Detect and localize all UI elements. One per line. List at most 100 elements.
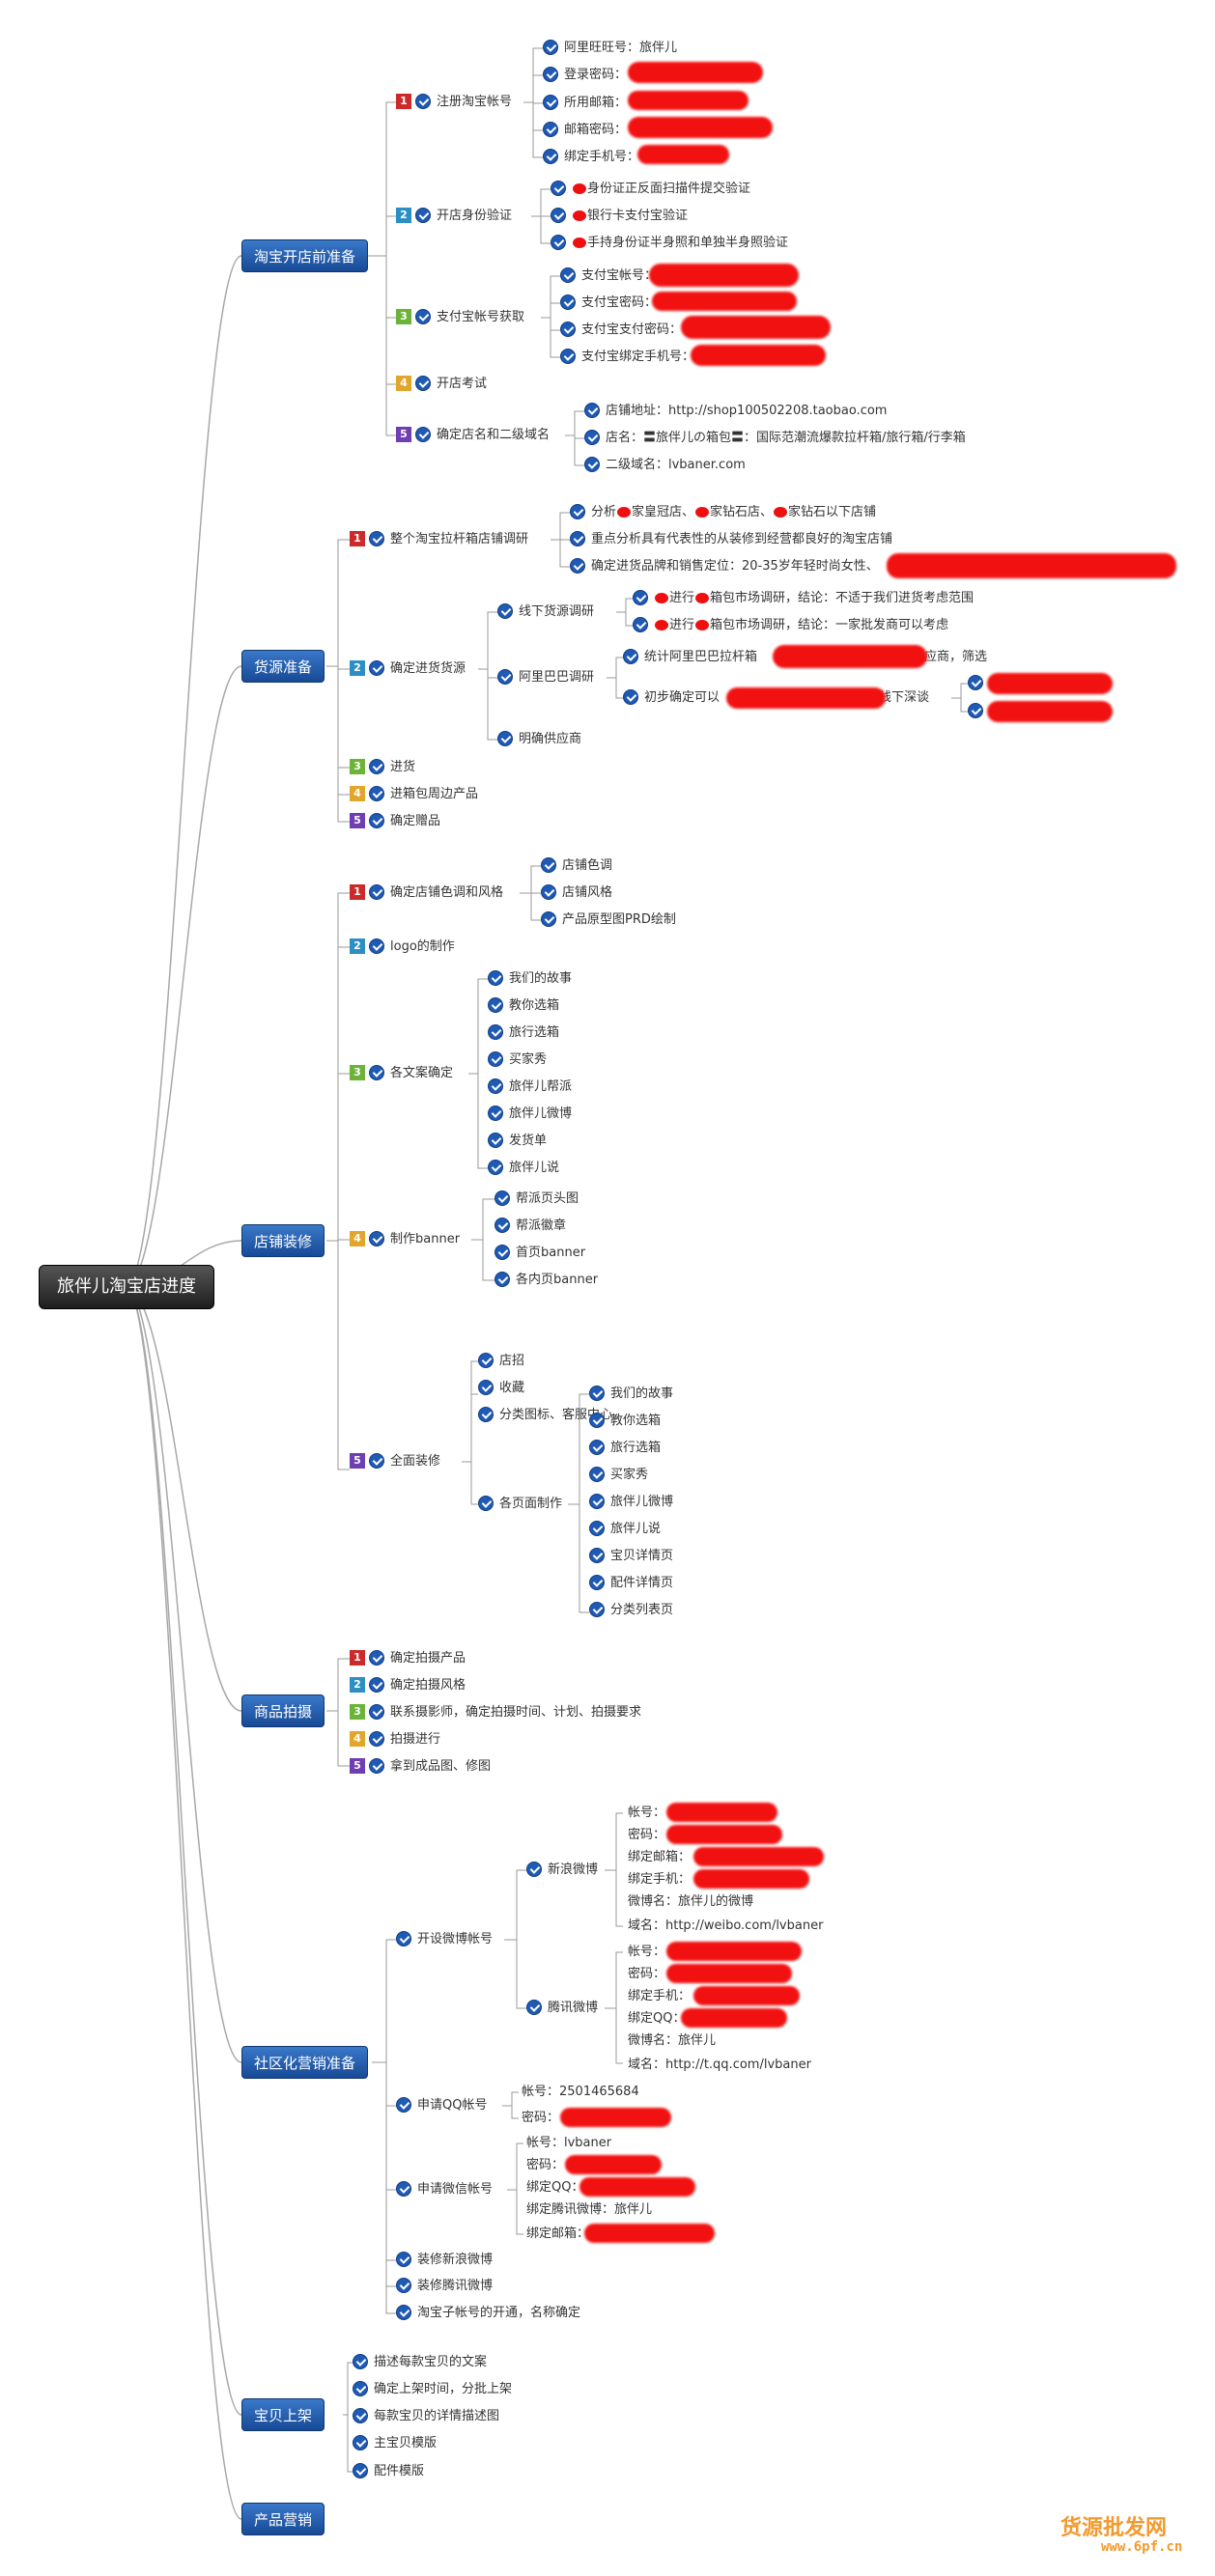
detail-node[interactable]: 发货单	[488, 1132, 547, 1150]
detail-node[interactable]: 支付宝绑定手机号：	[560, 348, 694, 366]
task-node[interactable]: 申请微信帐号	[396, 2180, 493, 2198]
detail-node[interactable]: 登录密码：	[543, 66, 627, 84]
detail-node[interactable]: 旅伴儿帮派	[488, 1078, 572, 1096]
detail-node[interactable]: 进行箱包市场调研，结论：一家批发商可以考虑	[633, 616, 948, 634]
root-node[interactable]: 旅伴儿淘宝店进度	[39, 1265, 214, 1309]
detail-node[interactable]: 银行卡支付宝验证	[551, 207, 688, 225]
detail-node[interactable]	[968, 702, 989, 720]
detail-node[interactable]: 分析家皇冠店、家钻石店、家钻石以下店铺	[570, 503, 876, 521]
sub-task-node[interactable]: 新浪微博	[526, 1861, 598, 1879]
task-node[interactable]: 主宝贝模版	[353, 2434, 437, 2452]
task-node[interactable]: 配件模版	[353, 2462, 424, 2480]
check-icon	[369, 812, 384, 828]
task-node[interactable]: 确定上架时间，分批上架	[353, 2380, 512, 2398]
detail-node[interactable]: 买家秀	[488, 1050, 547, 1069]
detail-node[interactable]: 店招	[478, 1352, 524, 1370]
detail-node[interactable]: 所用邮箱：	[543, 94, 627, 112]
detail-node[interactable]: 旅伴儿微博	[589, 1493, 673, 1511]
task-node[interactable]: 申请QQ帐号	[396, 2096, 487, 2114]
redaction-mark	[695, 593, 710, 603]
detail-node[interactable]: 店铺色调	[541, 856, 612, 875]
detail-node[interactable]: 店名：〓旅伴儿の箱包〓：国际范潮流爆款拉杆箱/旅行箱/行李箱	[584, 429, 966, 447]
task-node[interactable]: 开设微博帐号	[396, 1930, 493, 1948]
detail-text: 绑定QQ：	[526, 2180, 584, 2195]
detail-node[interactable]: 邮箱密码：	[543, 121, 627, 139]
category-supply[interactable]: 货源准备	[241, 650, 325, 683]
detail-node[interactable]: 宝贝详情页	[589, 1547, 673, 1565]
detail-node[interactable]: 旅伴儿微博	[488, 1105, 572, 1123]
category-listing[interactable]: 宝贝上架	[241, 2398, 325, 2431]
detail-node[interactable]: 收藏	[478, 1379, 524, 1397]
detail-node[interactable]: 重点分析具有代表性的从装修到经营都良好的淘宝店铺	[570, 530, 892, 548]
category-marketing[interactable]: 产品营销	[241, 2503, 325, 2535]
detail-node[interactable]: 分类列表页	[589, 1601, 673, 1619]
priority-4-icon: 4	[396, 375, 411, 391]
detail-node[interactable]: 支付宝密码：	[560, 294, 657, 312]
detail-node[interactable]: 买家秀	[589, 1466, 648, 1484]
sub-task-node[interactable]: 各页面制作	[478, 1495, 562, 1513]
detail-node[interactable]	[968, 674, 989, 692]
task-node[interactable]: 淘宝子帐号的开通，名称确定	[396, 2304, 580, 2322]
category-decoration[interactable]: 店铺装修	[241, 1224, 325, 1257]
detail-node[interactable]: 阿里旺旺号：旅伴儿	[543, 39, 677, 57]
detail-node[interactable]: 帮派页头图	[494, 1190, 579, 1208]
detail-node[interactable]: 统计阿里巴巴拉杆箱供应商，筛选	[623, 648, 987, 666]
sub-task-node[interactable]: 腾讯微博	[526, 1999, 598, 2017]
detail-node[interactable]: 初步确定可以线下深谈	[623, 688, 929, 707]
sub-task-node[interactable]: 线下货源调研	[497, 602, 594, 621]
task-node[interactable]: 装修新浪微博	[396, 2251, 493, 2269]
detail-node[interactable]: 店铺地址：http://shop100502208.taobao.com	[584, 402, 887, 420]
detail-node[interactable]: 手持身份证半身照和单独半身照验证	[551, 234, 788, 252]
detail-node[interactable]: 我们的故事	[589, 1385, 673, 1403]
detail-node[interactable]: 二级域名：lvbaner.com	[584, 456, 746, 474]
detail-node[interactable]: 首页banner	[494, 1244, 585, 1262]
detail-node[interactable]: 旅伴儿说	[589, 1520, 661, 1538]
detail-node[interactable]: 店铺风格	[541, 883, 612, 902]
detail-node[interactable]: 身份证正反面扫描件提交验证	[551, 180, 750, 198]
detail-node[interactable]: 产品原型图PRD绘制	[541, 910, 676, 929]
category-photo[interactable]: 商品拍摄	[241, 1694, 325, 1727]
detail-node[interactable]: 各内页banner	[494, 1271, 598, 1289]
task-node[interactable]: 装修腾讯微博	[396, 2277, 493, 2295]
detail-node[interactable]: 分类图标、客服中心	[478, 1406, 612, 1424]
detail-node[interactable]: 绑定手机号：	[543, 148, 639, 166]
task-node[interactable]: 每款宝贝的详情描述图	[353, 2407, 499, 2425]
detail-node[interactable]: 旅行选箱	[589, 1439, 661, 1457]
detail-node[interactable]: 确定进货品牌和销售定位：20-35岁年轻时尚女性、	[570, 557, 879, 575]
detail-node[interactable]: 配件详情页	[589, 1574, 673, 1592]
detail-node[interactable]: 教你选箱	[589, 1412, 661, 1430]
detail-node[interactable]: 进行箱包市场调研，结论：不适于我们进货考虑范围	[633, 589, 974, 607]
detail-node[interactable]: 旅伴儿说	[488, 1159, 559, 1177]
category-social[interactable]: 社区化营销准备	[241, 2046, 369, 2079]
detail-node[interactable]: 帮派徽章	[494, 1217, 566, 1235]
detail-node[interactable]: 我们的故事	[488, 969, 572, 988]
task-node[interactable]: 描述每款宝贝的文案	[353, 2353, 487, 2371]
sub-task-node[interactable]: 明确供应商	[497, 730, 581, 748]
detail-node[interactable]: 支付宝支付密码：	[560, 321, 682, 339]
detail-node[interactable]: 教你选箱	[488, 996, 559, 1015]
sub-task-node[interactable]: 阿里巴巴调研	[497, 668, 594, 686]
detail-node[interactable]: 旅行选箱	[488, 1023, 559, 1042]
detail-node[interactable]: 支付宝帐号：	[560, 266, 657, 285]
category-shop-prep[interactable]: 淘宝开店前准备	[241, 239, 369, 272]
